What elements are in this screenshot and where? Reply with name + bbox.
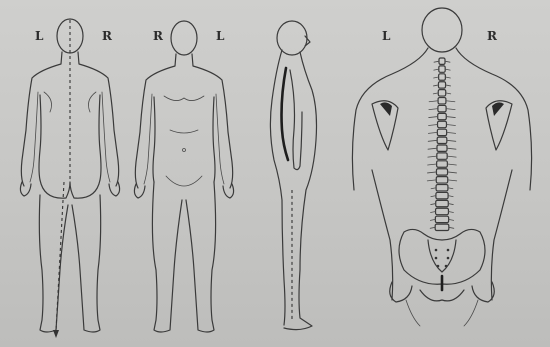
vertebra — [439, 58, 445, 64]
vertebral-column — [427, 58, 456, 231]
vertebra-process — [428, 132, 455, 133]
vertebra — [435, 216, 448, 222]
spine-right-label: R — [487, 29, 498, 43]
vertebra-process — [429, 117, 456, 118]
vertebra — [438, 105, 446, 111]
vertebra-process — [427, 180, 456, 181]
anterior-right-label: L — [216, 29, 225, 43]
anterior-left-label: R — [153, 29, 164, 43]
vertebra-process — [434, 69, 450, 70]
vertebra-process — [429, 124, 456, 125]
spine-left-label: L — [382, 29, 391, 43]
posterior-body-figure: L R — [20, 19, 119, 338]
vertebra — [437, 161, 448, 167]
vertebra-process — [430, 219, 453, 220]
vertebra — [437, 137, 447, 143]
sacrum — [428, 240, 456, 272]
vertebra — [438, 121, 447, 127]
vertebra — [435, 224, 449, 230]
vertebra — [438, 113, 447, 119]
vertebra-process — [427, 172, 456, 173]
vertebra — [438, 82, 445, 88]
lateral-body-figure — [270, 21, 316, 330]
lateral-pain-line — [282, 68, 289, 160]
vertebra — [436, 169, 447, 175]
vertebra — [439, 66, 445, 72]
vertebra — [436, 185, 448, 191]
vertebra — [437, 153, 447, 159]
posterior-right-label: R — [102, 29, 113, 43]
vertebra-process — [433, 85, 450, 86]
vertebra — [436, 192, 448, 198]
vertebra-process — [431, 211, 454, 212]
vertebra — [439, 74, 446, 80]
vertebra-process — [428, 148, 456, 149]
vertebra-process — [431, 204, 454, 205]
vertebra-process — [434, 77, 451, 78]
vertebra-process — [428, 140, 456, 141]
vertebra-process — [428, 164, 457, 165]
spine-skeleton-figure: L R — [352, 8, 531, 326]
vertebra-process — [429, 101, 455, 102]
vertebra-process — [434, 61, 450, 62]
anterior-body-figure: R L — [134, 21, 233, 332]
vertebra-process — [431, 196, 453, 197]
vertebra-process — [428, 156, 456, 157]
vertebra-process — [433, 93, 450, 94]
vertebra — [437, 145, 447, 151]
vertebra — [436, 177, 447, 183]
vertebra — [438, 90, 445, 96]
vertebra-process — [430, 227, 454, 228]
vertebra — [436, 200, 449, 206]
vertebra — [437, 129, 446, 135]
arrow-down-icon — [53, 330, 59, 338]
vertebra — [438, 98, 446, 104]
vertebra-process — [429, 109, 455, 110]
vertebra — [436, 208, 449, 214]
posterior-left-label: L — [35, 29, 44, 43]
vertebra-process — [431, 188, 453, 189]
